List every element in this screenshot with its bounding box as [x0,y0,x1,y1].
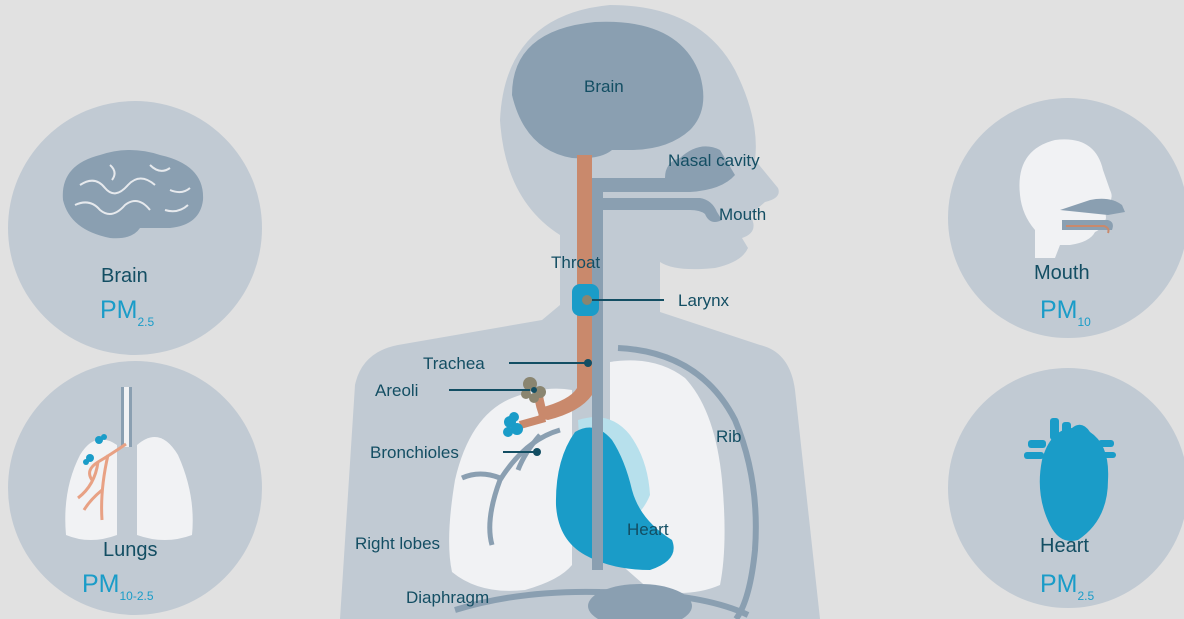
callout-mouth-label: Mouth [1034,262,1090,284]
label-throat: Throat [551,253,600,272]
callout-lungs: Lungs PM10-2.5 [8,361,262,615]
label-rib: Rib [716,427,742,446]
callout-brain: Brain PM2.5 [8,101,262,355]
label-larynx: Larynx [678,291,730,310]
callout-circle [8,361,262,615]
bronchioles-dot [533,448,541,456]
label-areoli: Areoli [375,381,418,400]
callout-brain-label: Brain [101,265,148,287]
human-figure: Brain Nasal cavity Mouth Throat Larynx T… [340,5,820,619]
callout-heart-label: Heart [1040,535,1089,557]
callout-lungs-label: Lungs [103,539,158,561]
label-right-lobes: Right lobes [355,534,440,553]
larynx-dot [582,295,592,305]
brain-icon [63,150,203,238]
esophagus [592,190,603,570]
callout-mouth: Mouth PM10 [948,98,1184,338]
label-mouth: Mouth [719,205,766,224]
label-diaphragm: Diaphragm [406,588,489,607]
label-trachea: Trachea [423,354,485,373]
label-brain: Brain [584,77,624,96]
callout-heart: Heart PM2.5 [948,368,1184,608]
trachea-dot [584,359,592,367]
label-nasal-cavity: Nasal cavity [668,151,760,170]
label-bronchioles: Bronchioles [370,443,459,462]
label-heart: Heart [627,520,669,539]
